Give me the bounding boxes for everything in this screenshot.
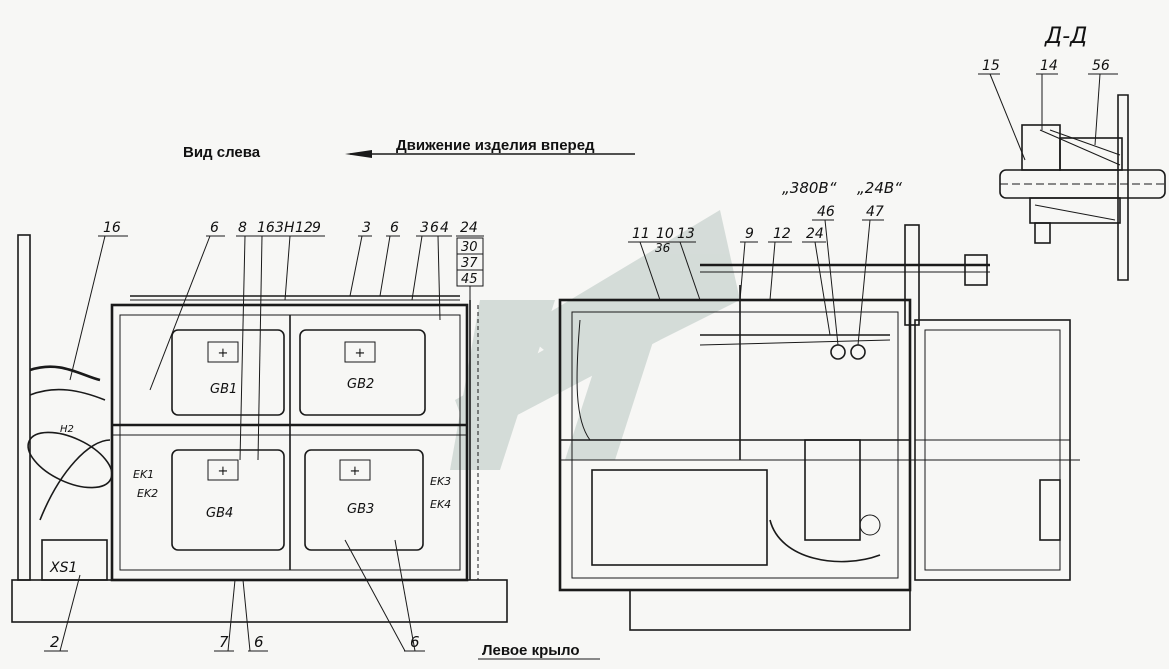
svg-text:9: 9 <box>312 220 321 236</box>
direction-label: Движение изделия вперед <box>396 137 595 154</box>
svg-text:24: 24 <box>460 220 478 236</box>
svg-text:12: 12 <box>295 220 313 236</box>
battery-gb1-label: GB1 <box>210 382 237 397</box>
section-label: Д-Д <box>1044 24 1087 49</box>
svg-text:37: 37 <box>461 256 478 271</box>
view-left-label: Вид слева <box>183 144 261 161</box>
svg-text:11: 11 <box>632 226 650 242</box>
watermark-logo <box>450 210 740 470</box>
left-wing-label: Левое крыло <box>482 642 580 659</box>
heater-ek4-label: EK4 <box>430 498 451 511</box>
heater-ek1-label: EK1 <box>133 468 154 481</box>
svg-text:46: 46 <box>817 204 835 220</box>
battery-gb2: + GB2 <box>299 329 426 416</box>
heater-ek2-label: EK2 <box>137 487 158 500</box>
battery-gb4-label: GB4 <box>206 506 233 521</box>
svg-text:45: 45 <box>461 272 478 287</box>
svg-text:6: 6 <box>390 220 399 236</box>
svg-text:14: 14 <box>1040 58 1058 74</box>
heater-ek3-label: EK3 <box>430 475 451 488</box>
svg-text:Н: Н <box>284 220 295 236</box>
svg-text:+: + <box>350 464 361 479</box>
svg-text:+: + <box>355 346 366 361</box>
battery-gb1: + GB1 <box>171 329 285 416</box>
battery-gb3: + GB3 <box>304 449 424 551</box>
svg-text:16: 16 <box>103 220 121 236</box>
svg-text:15: 15 <box>982 58 1000 74</box>
connector-xs1-label: XS1 <box>49 560 77 576</box>
svg-text:16: 16 <box>257 220 275 236</box>
svg-text:8: 8 <box>238 220 247 236</box>
svg-text:36: 36 <box>655 241 671 255</box>
svg-text:12: 12 <box>773 226 791 242</box>
voltage-24v-label: „24В“ <box>857 179 902 197</box>
svg-text:47: 47 <box>866 204 884 220</box>
callouts-boxed: 30 37 45 <box>456 237 484 330</box>
svg-text:+: + <box>218 464 229 479</box>
svg-text:3: 3 <box>362 220 371 236</box>
svg-text:3: 3 <box>420 220 429 236</box>
callouts-right: 11 10 13 36 9 12 46 24 47 <box>628 204 884 346</box>
callouts-bottom: 2 7 6 6 <box>44 539 425 652</box>
label-h2: Н2 <box>60 424 74 435</box>
section-d-d: 15 14 56 <box>978 58 1166 281</box>
svg-text:30: 30 <box>461 240 478 255</box>
battery-gb3-label: GB3 <box>347 502 374 517</box>
svg-text:6: 6 <box>210 220 219 236</box>
svg-text:3: 3 <box>275 220 284 236</box>
svg-text:2: 2 <box>50 633 60 651</box>
svg-text:6: 6 <box>410 633 420 651</box>
svg-text:6: 6 <box>254 633 264 651</box>
svg-text:9: 9 <box>745 226 754 242</box>
svg-text:6: 6 <box>430 220 439 236</box>
svg-text:13: 13 <box>677 226 695 242</box>
svg-text:+: + <box>218 346 229 361</box>
callouts-top-left: 16 6 8 16 3 Н 12 9 3 6 3 6 4 24 <box>69 220 484 461</box>
voltage-380v-label: „380В“ <box>782 179 837 197</box>
battery-gb2-label: GB2 <box>347 377 374 392</box>
direction-arrow-icon <box>345 150 635 158</box>
svg-text:10: 10 <box>656 226 674 242</box>
svg-text:4: 4 <box>440 220 449 236</box>
right-view-assembly <box>558 224 1080 631</box>
svg-text:7: 7 <box>219 633 229 651</box>
battery-gb4: + GB4 <box>171 449 285 551</box>
svg-text:56: 56 <box>1092 58 1110 74</box>
svg-text:24: 24 <box>806 226 824 242</box>
left-view-assembly <box>11 234 508 623</box>
